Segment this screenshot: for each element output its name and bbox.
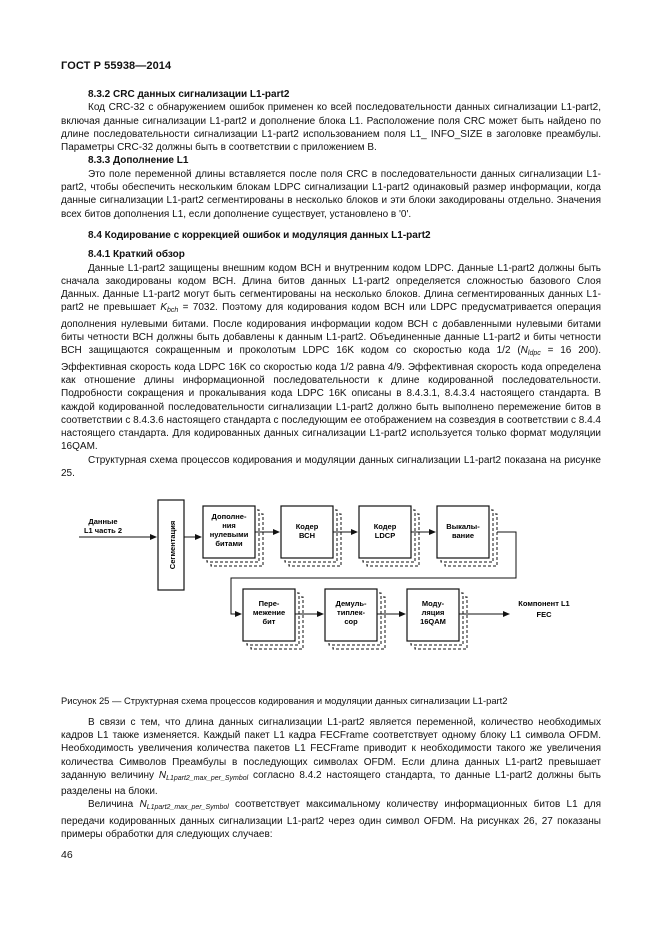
overview-text-c: = 16 200). Эффективная скорость кода LDP… bbox=[61, 345, 601, 453]
output-label-1: Компонент L1 bbox=[518, 599, 569, 608]
paragraph-nmax: Величина NL1part2_max_per_Symbol соответ… bbox=[61, 798, 601, 841]
nmax-text-a: Величина bbox=[88, 799, 140, 811]
mod-label-2: ляция bbox=[422, 608, 445, 617]
paragraph-variable-length: В связи с тем, что длина данных сигнализ… bbox=[61, 716, 601, 799]
puncture-block: Выкалы- вание bbox=[436, 505, 498, 567]
modulation-block: Моду- ляция 16QAM bbox=[406, 588, 468, 650]
overview-text-b: = 7032. Поэтому для кодирования кодом ВС… bbox=[61, 302, 601, 357]
output-label-2: FEC bbox=[537, 610, 553, 619]
padding-label-1: Дополне- bbox=[212, 512, 247, 521]
mod-label-1: Моду- bbox=[422, 599, 445, 608]
ldpc-label-2: LDCP bbox=[375, 531, 395, 540]
demux-label-1: Демуль- bbox=[336, 599, 367, 608]
ldpc-encoder-block: Кодер LDCP bbox=[358, 505, 420, 567]
segmentation-block: Сегментация bbox=[157, 499, 185, 591]
puncture-label-2: вание bbox=[452, 531, 474, 540]
bit-interleaver-block: Пере- межение бит bbox=[242, 588, 304, 650]
section-heading-8-4: 8.4 Кодирование с коррекцией ошибок и мо… bbox=[88, 229, 431, 241]
figure-caption: Рисунок 25 — Структурная схема процессов… bbox=[61, 695, 508, 707]
demux-label-2: типлек- bbox=[337, 608, 365, 617]
paragraph-crc: Код CRC-32 с обнаружением ошибок примене… bbox=[61, 102, 601, 154]
nmax-symbol-2: N bbox=[139, 799, 147, 811]
section-heading-8-4-1: 8.4.1 Краткий обзор bbox=[88, 249, 185, 261]
demultiplexer-block: Демуль- типлек- сор bbox=[324, 588, 386, 650]
overview-text-a: Данные L1-part2 защищены внешним кодом В… bbox=[61, 262, 601, 314]
padding-label-3: нулевыми bbox=[210, 530, 249, 539]
padding-block: Дополне- ния нулевыми битами bbox=[202, 505, 264, 567]
paragraph-diagram-ref: Структурная схема процессов кодирования … bbox=[61, 454, 601, 480]
page-number: 46 bbox=[61, 849, 73, 861]
padding-label-4: битами bbox=[215, 539, 243, 548]
demux-label-3: сор bbox=[344, 617, 358, 626]
document-body: 8.3.2 CRC данных сигнализации L1-part2 К… bbox=[61, 88, 601, 841]
block-diagram: Данные L1 часть 2 Сегментация Дополне- н… bbox=[61, 492, 601, 692]
nmax-subscript: L1part2_max_per_Symbol bbox=[166, 774, 249, 782]
ldpc-label-1: Кодер bbox=[374, 522, 397, 531]
nldpc-subscript: ldpc bbox=[527, 350, 541, 358]
mod-label-3: 16QAM bbox=[420, 617, 446, 626]
document-header: ГОСТ Р 55938—2014 bbox=[61, 60, 172, 72]
input-label-2: L1 часть 2 bbox=[84, 526, 122, 535]
kbch-subscript: bch bbox=[166, 307, 179, 315]
bch-label-2: ВСН bbox=[299, 531, 315, 540]
puncture-label-1: Выкалы- bbox=[446, 522, 480, 531]
nmax-subscript-2: L1part2_max_per_Symbol bbox=[146, 804, 229, 812]
nmax-symbol: N bbox=[158, 769, 167, 781]
bch-label-1: Кодер bbox=[296, 522, 319, 531]
nldpc-symbol: N bbox=[520, 345, 528, 357]
segmentation-label: Сегментация bbox=[168, 521, 177, 569]
padding-label-2: ния bbox=[222, 521, 236, 530]
interleave-label-2: межение bbox=[253, 608, 285, 617]
variable-length-text-b: согласно 8.4.2 настоящего стандарта, то … bbox=[61, 769, 601, 798]
interleave-label-1: Пере- bbox=[259, 599, 280, 608]
paragraph-overview: Данные L1-part2 защищены внешним кодом В… bbox=[61, 262, 601, 454]
section-heading-8-3-3: 8.3.3 Дополнение L1 bbox=[88, 155, 189, 167]
interleave-label-3: бит bbox=[263, 617, 276, 626]
kbch-symbol: K bbox=[160, 302, 167, 314]
section-heading-8-3-2: 8.3.2 CRC данных сигнализации L1-part2 bbox=[88, 89, 290, 100]
nmax-text-b: соответствует максимальному количеству и… bbox=[61, 799, 601, 840]
variable-length-text-a: В связи с тем, что длина данных сигнализ… bbox=[61, 716, 601, 781]
paragraph-padding: Это поле переменной длины вставляется по… bbox=[61, 168, 601, 220]
input-label-1: Данные bbox=[88, 517, 117, 526]
bch-encoder-block: Кодер ВСН bbox=[280, 505, 342, 567]
return-connector bbox=[230, 531, 517, 618]
